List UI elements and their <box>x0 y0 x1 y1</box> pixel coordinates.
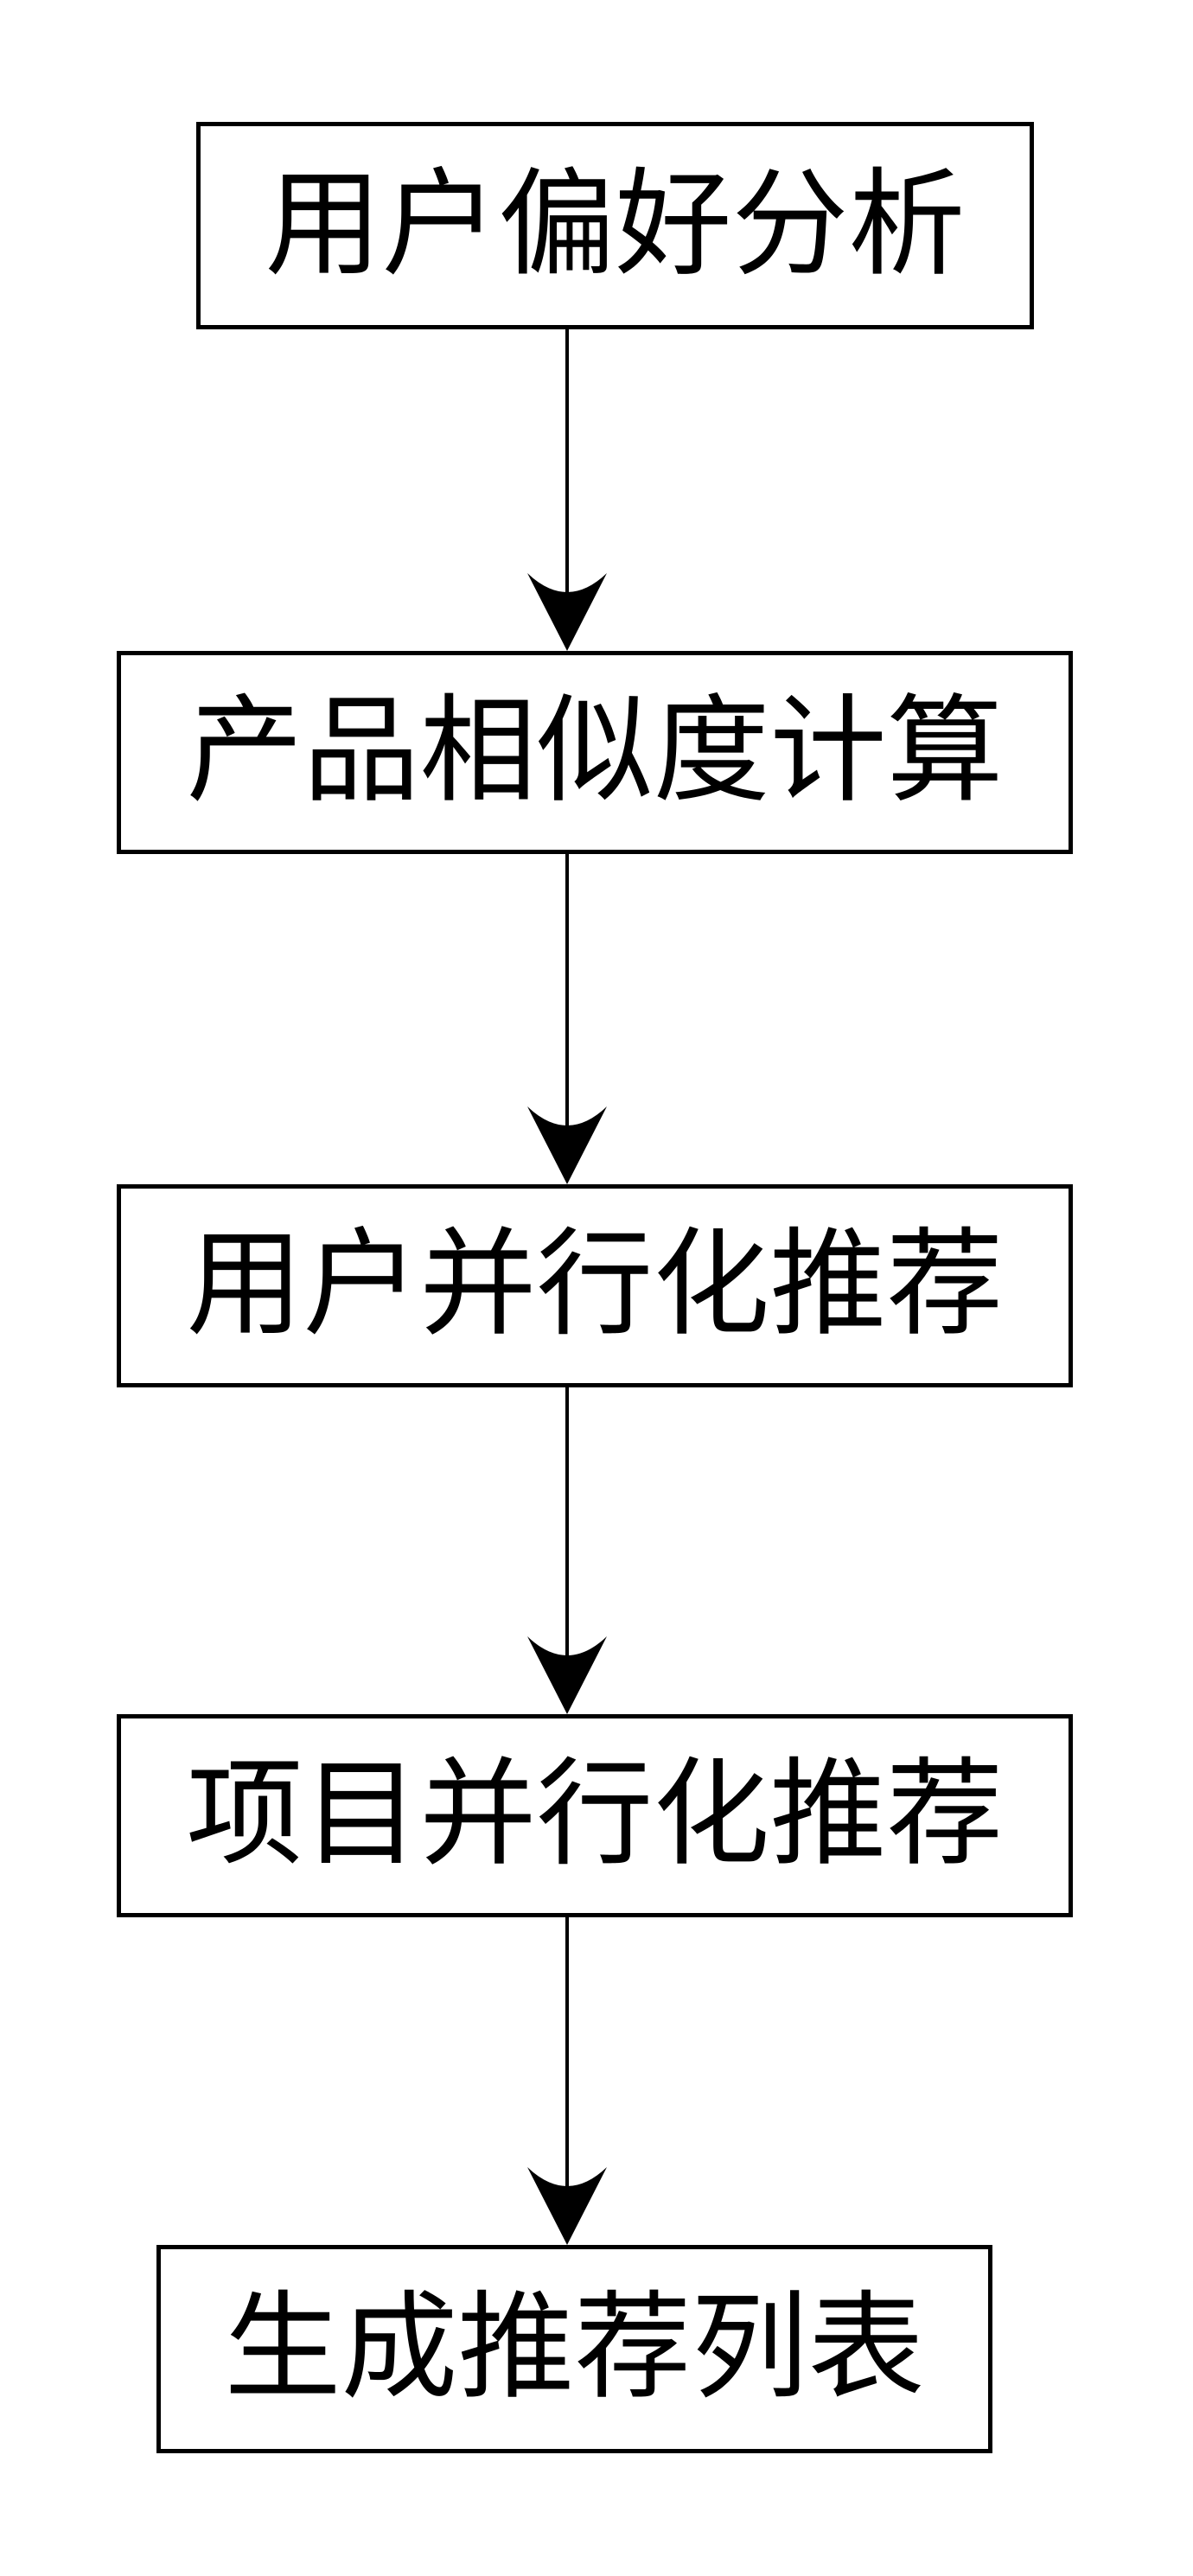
flow-step-label: 用户并行化推荐 <box>186 1221 1004 1350</box>
flow-step-label: 生成推荐列表 <box>224 2285 925 2413</box>
flow-step-user-parallelized-recommendation: 用户并行化推荐 <box>117 1184 1073 1387</box>
flow-step-item-parallelized-recommendation: 项目并行化推荐 <box>117 1714 1073 1917</box>
arrow-shaft <box>565 852 569 1150</box>
arrow-shaft <box>565 1386 569 1680</box>
arrowhead-down-icon <box>527 1636 607 1714</box>
arrowhead-down-icon <box>527 573 607 651</box>
arrowhead-down-icon <box>527 1106 607 1184</box>
flow-arrow-2 <box>527 852 607 1184</box>
arrow-shaft <box>565 328 569 616</box>
flow-step-product-similarity-computation: 产品相似度计算 <box>117 651 1073 854</box>
flow-arrow-3 <box>527 1386 607 1714</box>
flow-step-label: 用户偏好分析 <box>265 161 966 290</box>
arrowhead-down-icon <box>527 2167 607 2245</box>
flow-step-label: 项目并行化推荐 <box>186 1751 1004 1880</box>
flow-step-user-preference-analysis: 用户偏好分析 <box>196 122 1034 329</box>
flow-step-label: 产品相似度计算 <box>186 688 1004 817</box>
arrow-shaft <box>565 1916 569 2210</box>
flow-arrow-1 <box>527 328 607 651</box>
flow-arrow-4 <box>527 1916 607 2245</box>
flow-step-generate-recommendation-list: 生成推荐列表 <box>156 2245 992 2453</box>
